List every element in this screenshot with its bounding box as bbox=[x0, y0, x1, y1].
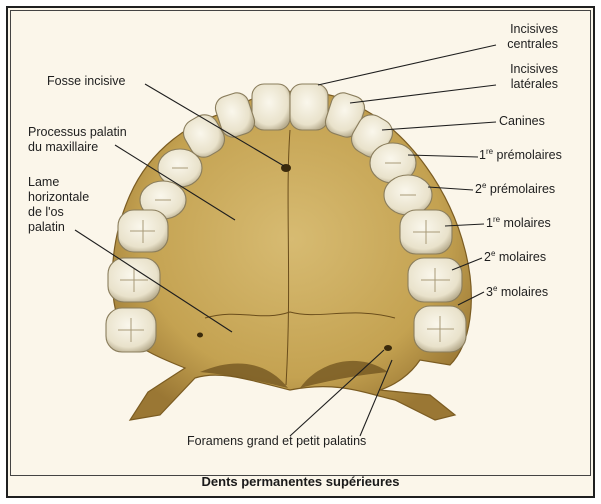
label-3e-molaires-number: 3 bbox=[486, 285, 493, 299]
label-incisives-laterales-line1: Incisives bbox=[510, 62, 558, 77]
label-foramens-palatins: Foramens grand et petit palatins bbox=[187, 434, 366, 449]
label-2e-premolaires: 2e prémolaires bbox=[475, 182, 555, 197]
label-1re-molaires: 1re molaires bbox=[486, 216, 551, 231]
label-1re-molaires-sup: re bbox=[493, 215, 500, 224]
label-2e-premolaires-text: prémolaires bbox=[486, 182, 555, 196]
label-incisives-laterales-line2: latérales bbox=[510, 77, 558, 92]
label-lame-horizontale: Lame horizontale de l'os palatin bbox=[28, 175, 89, 235]
label-lame-line4: palatin bbox=[28, 220, 89, 235]
label-1re-premolaires: 1re prémolaires bbox=[479, 148, 562, 163]
label-incisives-laterales: Incisives latérales bbox=[510, 62, 558, 92]
label-incisives-centrales-line1: Incisives bbox=[507, 22, 558, 37]
label-2e-molaires-number: 2 bbox=[484, 250, 491, 264]
label-1re-premolaires-text: prémolaires bbox=[493, 148, 562, 162]
label-fosse-incisive: Fosse incisive bbox=[47, 74, 126, 89]
label-incisives-centrales-line2: centrales bbox=[507, 37, 558, 52]
label-2e-molaires: 2e molaires bbox=[484, 250, 546, 265]
label-canines: Canines bbox=[499, 114, 545, 129]
label-3e-molaires: 3e molaires bbox=[486, 285, 548, 300]
label-lame-line1: Lame bbox=[28, 175, 89, 190]
label-3e-molaires-text: molaires bbox=[497, 285, 548, 299]
label-2e-molaires-text: molaires bbox=[495, 250, 546, 264]
label-incisives-centrales: Incisives centrales bbox=[507, 22, 558, 52]
palate-bone bbox=[112, 91, 471, 420]
label-processus-palatin: Processus palatin du maxillaire bbox=[28, 125, 127, 155]
central-incisor-tooth bbox=[290, 84, 328, 130]
label-processus-line1: Processus palatin bbox=[28, 125, 127, 140]
central-incisor-tooth bbox=[252, 84, 290, 130]
label-1re-premolaires-number: 1 bbox=[479, 148, 486, 162]
label-processus-line2: du maxillaire bbox=[28, 140, 127, 155]
label-1re-molaires-number: 1 bbox=[486, 216, 493, 230]
label-2e-premolaires-number: 2 bbox=[475, 182, 482, 196]
label-lame-line2: horizontale bbox=[28, 190, 89, 205]
foramen-left bbox=[197, 333, 203, 338]
label-1re-premolaires-sup: re bbox=[486, 147, 493, 156]
figure-caption: Dents permanentes supérieures bbox=[0, 474, 601, 489]
label-lame-line3: de l'os bbox=[28, 205, 89, 220]
foramen-right bbox=[384, 345, 392, 351]
label-1re-molaires-text: molaires bbox=[500, 216, 551, 230]
